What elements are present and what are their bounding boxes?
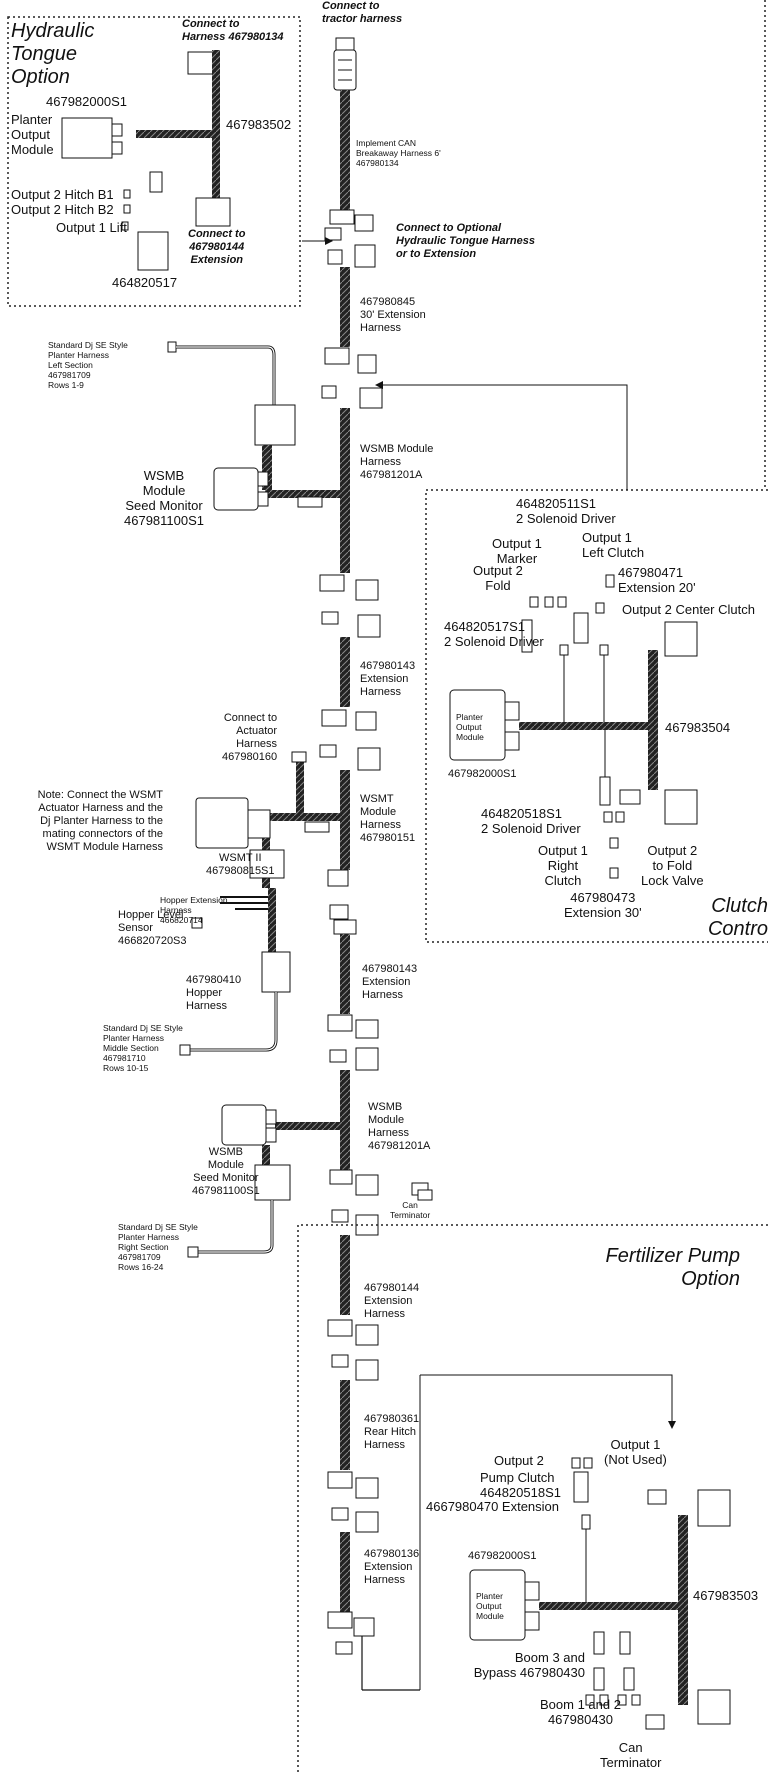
fertilizer-harness <box>469 1457 731 1730</box>
hopper-harness <box>179 888 291 1056</box>
wsmb-module-2 <box>187 1104 291 1258</box>
middle-section-label: Standard Dj SE Style Planter Harness Mid… <box>103 1023 183 1073</box>
extension-144-label: 467980144 Extension Harness <box>364 1282 420 1320</box>
extension-30ft-label: 467980845 30' Extension Harness <box>360 296 426 334</box>
wsmb-module-2-label: WSMB Module Seed Monitor 467981100S1 <box>192 1146 260 1197</box>
fertilizer-arrow <box>420 1374 676 1429</box>
clutch-option-box <box>425 489 768 943</box>
hydraulic-harness <box>61 50 231 271</box>
clutch-driver-bottom: 464820518S1 2 Solenoid Driver <box>481 806 581 836</box>
rear-hitch-label: 467980361 Rear Hitch Harness <box>364 1413 420 1451</box>
hydraulic-option-title: Hydraulic Tongue Option <box>11 20 95 88</box>
wsmb-module-1 <box>213 467 323 511</box>
fert-pump-clutch: Pump Clutch 464820518S1 <box>480 1470 561 1500</box>
clutch-module-label: Planter Output Module <box>456 712 484 742</box>
hopper-extension-label: Hopper Extension Harness 466820714 <box>160 895 228 925</box>
clutch-output1-marker: Output 1 Marker <box>492 536 542 566</box>
hydraulic-module-label: Planter Output Module <box>11 112 54 157</box>
hydraulic-harness-part: 467983502 <box>226 117 292 132</box>
clutch-module-part: 467982000S1 <box>448 768 517 780</box>
wsmb-harness-1-label: WSMB Module Harness 467981201A <box>360 443 434 481</box>
extension-143b-label: 467980143 Extension Harness <box>362 963 418 1001</box>
fertilizer-option-title: Fertilizer Pump Option <box>605 1245 740 1290</box>
left-planter-harness <box>167 341 296 490</box>
fertilizer-option-box <box>297 1224 768 1773</box>
clutch-extension-20: 467980471 Extension 20' <box>618 565 696 595</box>
connect-optional-label: Connect to Optional Hydraulic Tongue Har… <box>396 222 535 260</box>
wsmb-harness-2-label: WSMB Module Harness 467981201A <box>368 1101 431 1152</box>
fert-harness-part: 467983503 <box>693 1588 759 1603</box>
wsmt-ii-label: WSMT II 467980815S1 <box>206 852 275 877</box>
wsmt-module-harness-label: WSMT Module Harness 467980151 <box>360 793 416 844</box>
wsmt-note: Note: Connect the WSMT Actuator Harness … <box>37 789 163 853</box>
main-trunk-harness <box>265 37 420 1691</box>
fert-output1: Output 1 (Not Used) <box>604 1437 667 1467</box>
clutch-output2-center: Output 2 Center Clutch <box>622 602 755 617</box>
hopper-harness-label: 467980410 Hopper Harness <box>186 974 242 1012</box>
fert-module-label: Planter Output Module <box>476 1591 504 1621</box>
can-breakaway-label: Implement CAN Breakaway Harness 6' 46798… <box>356 138 441 168</box>
connect-actuator-label: Connect to Actuator Harness 467980160 <box>222 712 278 763</box>
hydraulic-part-bottom: 464820517 <box>112 275 178 290</box>
clutch-extension-30: 467980473 Extension 30' <box>564 890 642 920</box>
clutch-harness <box>449 574 698 879</box>
clutch-output2-fold: Output 2 Fold <box>473 563 523 593</box>
connect-tractor-label: Connect to tractor harness <box>322 0 403 25</box>
hydraulic-connect-top: Connect to Harness 467980134 <box>182 18 284 43</box>
fert-extension-470: 4667980470 Extension <box>426 1499 560 1514</box>
clutch-output2-fold-lock: Output 2 to Fold Lock Valve <box>641 843 704 888</box>
fert-boom12: Boom 1 and 2 467980430 <box>540 1697 621 1727</box>
clutch-arrow <box>375 381 628 490</box>
extension-143a-label: 467980143 Extension Harness <box>360 660 416 698</box>
right-section-label: Standard Dj SE Style Planter Harness Rig… <box>118 1222 198 1272</box>
clutch-option-title: Clutch Contro <box>707 895 768 940</box>
wsmt-ii-module <box>195 797 330 888</box>
can-terminator-1 <box>411 1182 433 1201</box>
clutch-harness-part: 467983504 <box>665 720 731 735</box>
fert-module-part: 467982000S1 <box>468 1550 537 1562</box>
extension-136-label: 467980136 Extension Harness <box>364 1548 420 1586</box>
clutch-driver-top: 464820511S1 2 Solenoid Driver <box>516 496 616 526</box>
hydraulic-option-box <box>7 16 301 307</box>
fert-boom3: Boom 3 and Bypass 467980430 <box>473 1650 585 1680</box>
hydraulic-output-b2: Output 2 Hitch B2 <box>11 202 114 217</box>
hydraulic-module-part: 467982000S1 <box>46 94 127 109</box>
left-section-label: Standard Dj SE Style Planter Harness Lef… <box>48 340 128 390</box>
wsmb-module-1-label: WSMB Module Seed Monitor 467981100S1 <box>124 468 205 528</box>
fert-can-terminator: Can Terminator <box>600 1740 662 1770</box>
hydraulic-output-lift: Output 1 Lift <box>56 220 127 235</box>
hopper-level-sensor-label: Hopper Level Sensor 466820720S3 <box>118 909 187 947</box>
clutch-output1-right: Output 1 Right Clutch <box>538 843 588 888</box>
clutch-driver-left: 464820517S1 2 Solenoid Driver <box>444 619 544 649</box>
clutch-output1-left: Output 1 Left Clutch <box>582 530 645 560</box>
hydraulic-connect-extension: Connect to 467980144 Extension <box>188 228 246 266</box>
can-terminator-1-label: Can Terminator <box>390 1200 431 1220</box>
hydraulic-output-b1: Output 2 Hitch B1 <box>11 187 114 202</box>
fert-output2: Output 2 <box>494 1453 544 1468</box>
